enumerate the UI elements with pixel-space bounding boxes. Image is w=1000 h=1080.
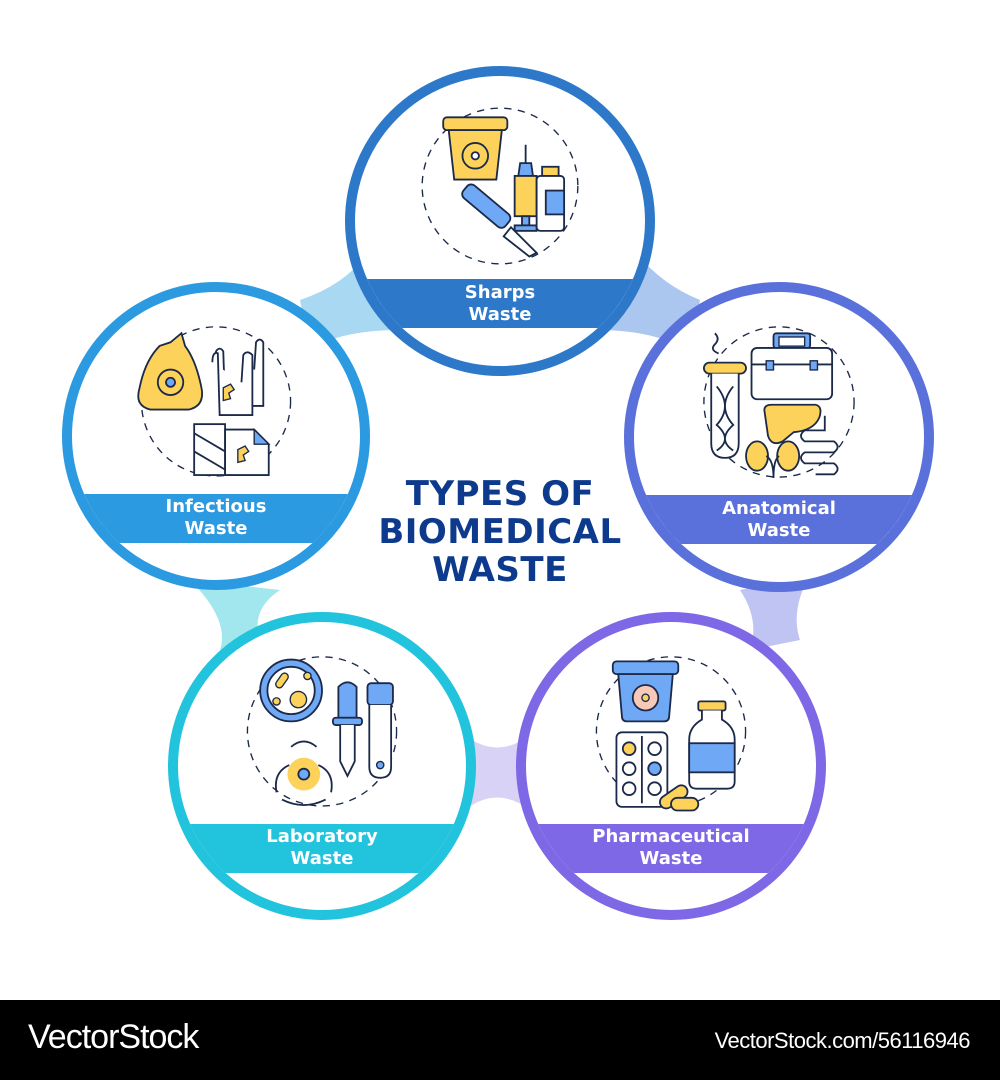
liver-icon (763, 404, 822, 445)
node-infectious-waste: Infectious Waste (62, 282, 370, 590)
kidneys-icon (745, 440, 801, 479)
node-label: Waste (747, 519, 811, 541)
intestines-icon (800, 415, 839, 476)
title-line: WASTE (432, 550, 568, 590)
label-band: Infectious Waste (72, 493, 360, 543)
vial-icon (535, 166, 566, 232)
diagram-title: TYPES OF BIOMEDICAL WASTE (340, 475, 660, 589)
pipette-icon (332, 681, 363, 779)
node-laboratory-waste: Laboratory Waste (168, 612, 476, 920)
node-label: Waste (639, 848, 703, 870)
organ-case-icon (750, 332, 834, 401)
node-label: Waste (184, 518, 248, 540)
node-label: Infectious (165, 496, 267, 518)
node-label: Waste (290, 848, 354, 870)
node-label: Pharmaceutical (592, 826, 750, 848)
biohazard-bag-icon (137, 331, 203, 411)
node-label: Anatomical (722, 497, 836, 519)
medicine-bottle-icon (688, 700, 736, 790)
label-band: Sharps Waste (355, 279, 645, 329)
pharmaceutical-icon-group (595, 656, 747, 812)
petri-dish-icon (259, 658, 323, 723)
label-band: Pharmaceutical Waste (526, 823, 816, 873)
label-band: Anatomical Waste (634, 495, 924, 545)
vectorstock-logo: VectorStock (28, 1018, 199, 1056)
title-line: BIOMEDICAL (378, 512, 622, 552)
test-tube-icon (366, 682, 394, 779)
laboratory-icon-group (246, 656, 398, 807)
dna-test-tube-icon (702, 332, 747, 459)
sharps-icon-group (421, 107, 579, 265)
anatomical-icon-group (702, 326, 855, 479)
node-pharmaceutical-waste: Pharmaceutical Waste (516, 612, 826, 920)
node-label: Laboratory (266, 826, 378, 848)
node-label: Waste (468, 303, 532, 325)
soiled-bandage-icon (193, 423, 271, 477)
scalpel-icon (461, 183, 539, 258)
pharma-container-icon (611, 660, 680, 723)
pill-blister-icon (615, 731, 669, 808)
infographic: Sharps Waste Infectious Waste Anatomical (62, 66, 934, 920)
watermark-footer: VectorStock VectorStock.com/56116946 (0, 1000, 1000, 1080)
biohazard-symbol-icon (275, 740, 333, 807)
label-band: Laboratory Waste (178, 823, 466, 873)
syringe-icon (513, 144, 538, 232)
infectious-icon-group (137, 326, 292, 477)
title-line: TYPES OF (405, 474, 595, 514)
node-anatomical-waste: Anatomical Waste (624, 282, 934, 592)
capsule-icon (659, 784, 700, 812)
node-sharps-waste: Sharps Waste (345, 66, 655, 376)
node-label: Sharps (464, 281, 536, 303)
sharps-container-icon (442, 116, 509, 181)
contaminated-gloves-icon (211, 338, 265, 416)
image-reference: VectorStock.com/56116946 (714, 1028, 971, 1053)
